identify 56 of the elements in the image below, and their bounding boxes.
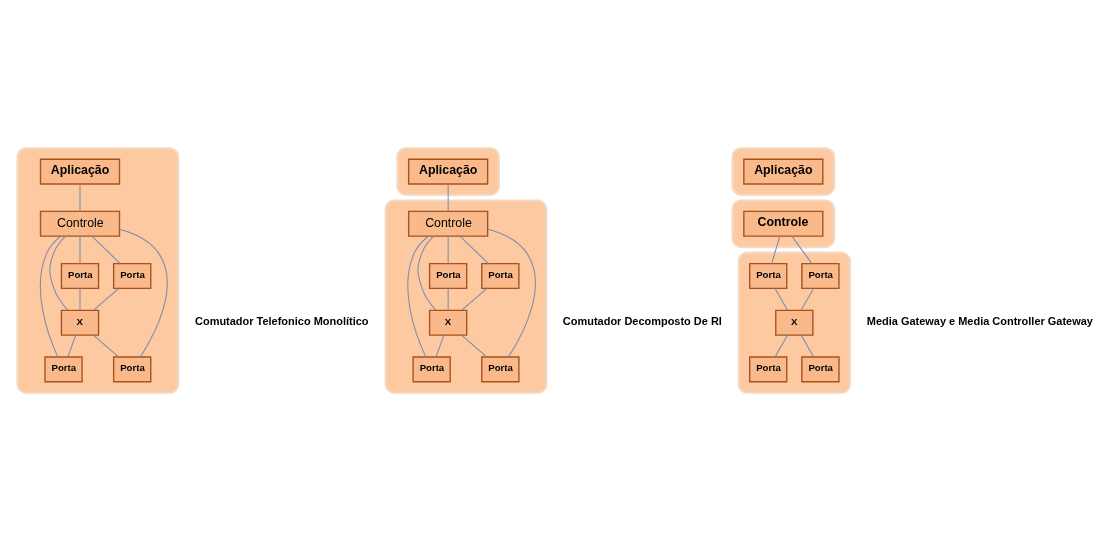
connector bbox=[93, 288, 119, 311]
node-box: X bbox=[60, 309, 100, 336]
connector bbox=[119, 228, 168, 358]
node-box: Porta bbox=[112, 356, 152, 383]
node-box: Aplicação bbox=[743, 158, 824, 185]
node-box: Porta bbox=[749, 356, 788, 383]
node-box: Porta bbox=[801, 356, 840, 383]
connector bbox=[774, 334, 788, 358]
connector bbox=[447, 183, 449, 212]
label: Comutador Telefonico Monolítico bbox=[195, 314, 369, 327]
node-box: Porta bbox=[481, 356, 520, 383]
connector bbox=[791, 235, 813, 265]
node-box: Controle bbox=[743, 210, 824, 237]
node-box: Aplicação bbox=[39, 158, 121, 185]
node-box: Porta bbox=[412, 356, 451, 383]
node-box: Controle bbox=[39, 210, 121, 237]
cluster bbox=[737, 251, 851, 394]
node-box: Porta bbox=[44, 356, 83, 383]
connector bbox=[79, 183, 81, 212]
cluster bbox=[16, 147, 180, 394]
connector bbox=[800, 334, 815, 358]
connector bbox=[79, 235, 81, 265]
connector bbox=[800, 288, 815, 311]
node-box: Porta bbox=[112, 262, 152, 290]
node-box: Porta bbox=[481, 262, 520, 290]
connector bbox=[461, 334, 488, 358]
cluster bbox=[384, 199, 548, 394]
node-box: X bbox=[428, 309, 468, 336]
connector bbox=[459, 235, 489, 265]
label: Comutador Decomposto De RI bbox=[562, 314, 722, 327]
connector bbox=[39, 235, 62, 358]
connector bbox=[771, 235, 781, 265]
connector bbox=[49, 235, 69, 311]
connector bbox=[79, 288, 81, 311]
cluster bbox=[731, 147, 836, 196]
connector bbox=[435, 334, 445, 358]
connector bbox=[461, 288, 488, 311]
node-box: Porta bbox=[801, 262, 840, 290]
node-box: X bbox=[775, 309, 814, 336]
node-box: Porta bbox=[428, 262, 468, 290]
cluster bbox=[731, 199, 836, 249]
node-box: Controle bbox=[407, 210, 489, 237]
connector bbox=[407, 235, 429, 358]
connector bbox=[447, 235, 449, 265]
node-box: Porta bbox=[749, 262, 788, 290]
node-box: Aplicação bbox=[407, 158, 489, 185]
connector bbox=[417, 235, 437, 311]
cluster bbox=[396, 147, 500, 196]
label: Media Gateway e Media Controller Gateway bbox=[866, 314, 1093, 327]
connector bbox=[91, 235, 121, 265]
connector bbox=[93, 334, 120, 358]
connector bbox=[447, 288, 449, 311]
connector bbox=[487, 228, 536, 358]
node-box: Porta bbox=[60, 262, 100, 290]
connector bbox=[774, 288, 788, 311]
connector bbox=[67, 334, 77, 358]
